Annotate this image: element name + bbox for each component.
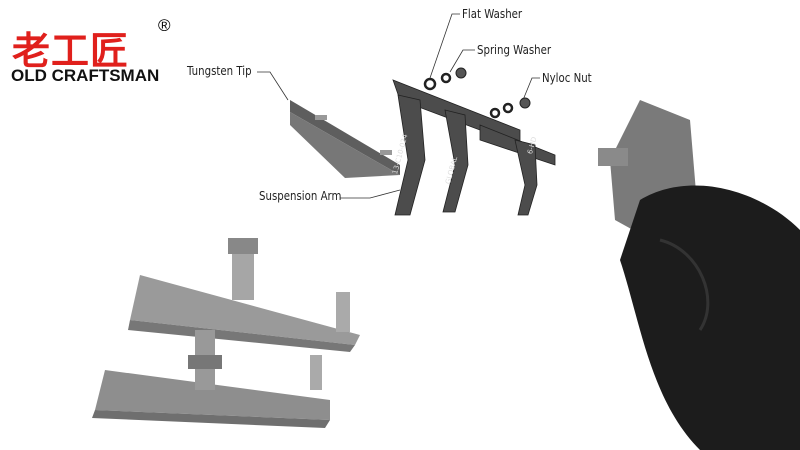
bracket-photo	[92, 238, 360, 428]
label-flat-washer: Flat Washer	[462, 7, 523, 21]
leader-lines	[257, 13, 540, 199]
label-spring-washer: Spring Washer	[477, 43, 552, 57]
label-suspension-arm: Suspension Arm	[259, 189, 342, 203]
label-nyloc-nut: Nyloc Nut	[542, 71, 592, 85]
gloved-hand-photo	[598, 100, 800, 450]
brand-logo-english: OLD CRAFTSMAN	[11, 66, 160, 85]
label-tungsten-tip: Tungsten Tip	[187, 64, 252, 78]
suspension-arms	[392, 79, 556, 216]
fasteners	[423, 67, 531, 119]
brand-logo-chinese: 老工匠	[12, 29, 130, 73]
registered-mark: ®	[158, 16, 171, 35]
tungsten-tip-part	[290, 100, 400, 178]
